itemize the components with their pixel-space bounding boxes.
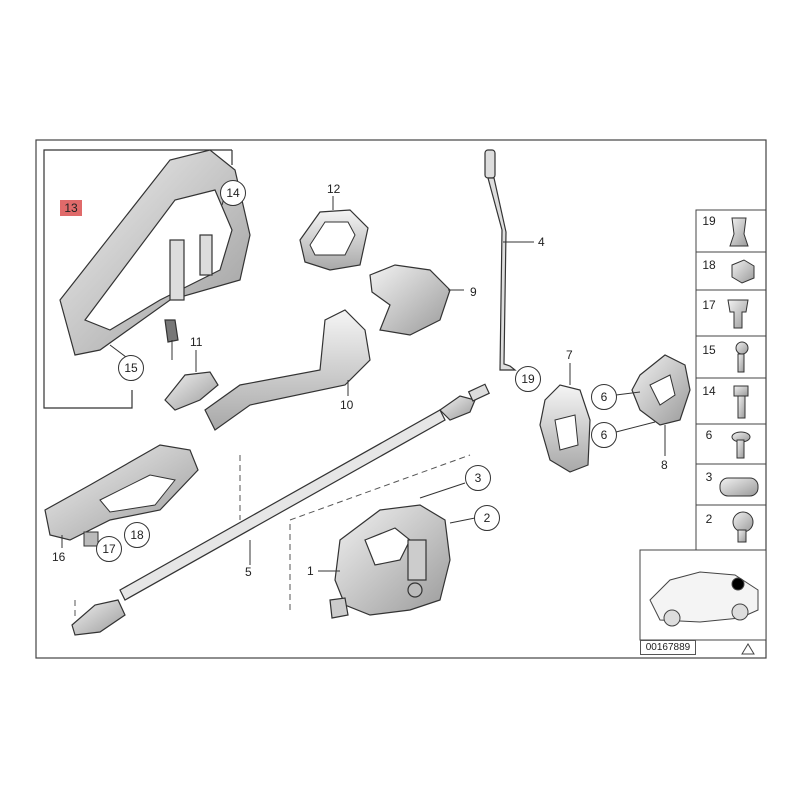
- part-1-lock: [329, 504, 451, 619]
- callout-18[interactable]: 18: [124, 522, 150, 548]
- legend-item-3[interactable]: 3: [705, 470, 713, 484]
- car-inset: [639, 549, 767, 641]
- callout-6-lower[interactable]: 6: [591, 422, 617, 448]
- legend-item-19[interactable]: 19: [702, 214, 716, 228]
- warning-triangle: [741, 643, 755, 655]
- legend-item-2[interactable]: 2: [705, 512, 713, 526]
- group-13-bracket: [43, 149, 232, 409]
- part-11-shape: [164, 371, 219, 411]
- callout-8[interactable]: 8: [661, 458, 668, 472]
- callout-7[interactable]: 7: [566, 348, 573, 362]
- callout-2[interactable]: 2: [474, 505, 500, 531]
- handle-carrier-part: [59, 149, 251, 356]
- callout-15[interactable]: 15: [118, 355, 144, 381]
- legend-item-18[interactable]: 18: [702, 258, 716, 272]
- callout-6-upper[interactable]: 6: [591, 384, 617, 410]
- legend-item-15[interactable]: 15: [702, 343, 716, 357]
- callout-5[interactable]: 5: [245, 565, 252, 579]
- callout-12[interactable]: 12: [327, 182, 341, 196]
- callout-1[interactable]: 1: [307, 564, 314, 578]
- callout-17[interactable]: 17: [96, 536, 122, 562]
- legend-item-14[interactable]: 14: [702, 384, 716, 398]
- part-9-shape: [369, 264, 451, 336]
- drawing-number: 00167889: [640, 640, 696, 655]
- callout-11[interactable]: 11: [190, 335, 203, 349]
- callout-3[interactable]: 3: [465, 465, 491, 491]
- legend-item-6[interactable]: 6: [705, 428, 713, 442]
- callout-13-highlighted[interactable]: 13: [60, 200, 82, 216]
- callout-4[interactable]: 4: [538, 235, 545, 249]
- part-4-rod: [484, 149, 517, 371]
- callout-16[interactable]: 16: [52, 550, 66, 564]
- callout-14[interactable]: 14: [220, 180, 246, 206]
- callout-9[interactable]: 9: [470, 285, 477, 299]
- guide-lines: [74, 454, 471, 620]
- callout-19[interactable]: 19: [515, 366, 541, 392]
- part-10-shape: [204, 309, 371, 431]
- legend-item-17[interactable]: 17: [702, 298, 716, 312]
- callout-10[interactable]: 10: [340, 398, 354, 412]
- legend-icons: [719, 217, 759, 543]
- part-5-cable: [71, 383, 490, 636]
